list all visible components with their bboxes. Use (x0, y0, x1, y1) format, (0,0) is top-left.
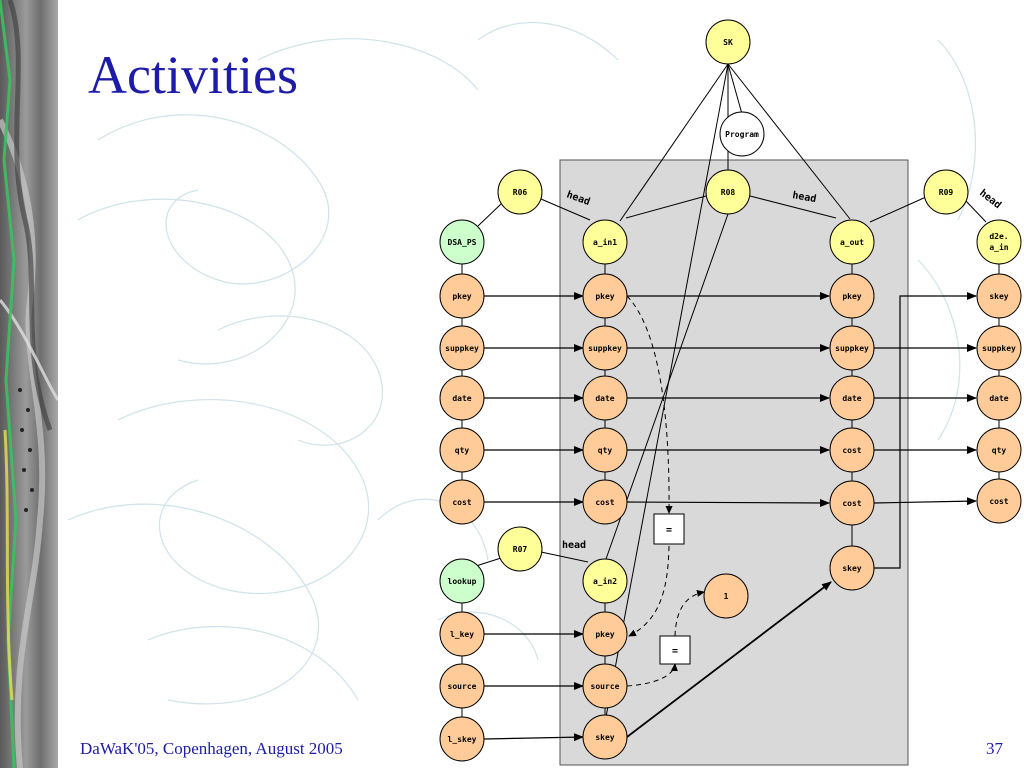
a-out-node: a_out (829, 219, 875, 265)
svg-text:l_skey: l_skey (448, 735, 477, 744)
svg-text:source: source (448, 682, 477, 691)
attribute-node: l_key (439, 611, 485, 657)
attribute-node: cost (582, 479, 628, 525)
sk-node: SK (705, 19, 751, 65)
svg-text:R07: R07 (513, 545, 528, 554)
lookup-attributes: l_key source l_skey (439, 611, 485, 762)
svg-text:suppkey: suppkey (982, 344, 1016, 353)
svg-text:=: = (666, 525, 672, 536)
svg-text:suppkey: suppkey (835, 344, 869, 353)
r09-node: R09 (923, 169, 969, 215)
attribute-node: skey (976, 273, 1022, 319)
attribute-node: date (976, 375, 1022, 421)
r07-node: R07 (497, 526, 543, 572)
svg-text:R09: R09 (939, 188, 954, 197)
dsa-ps-node: DSA_PS (439, 219, 485, 265)
d2e-a-in-attributes: skey suppkey date qty cost (976, 273, 1022, 524)
decorative-side-stripe (0, 0, 58, 768)
attribute-node: date (439, 375, 485, 421)
svg-text:R06: R06 (513, 188, 528, 197)
attribute-node: qty (582, 427, 628, 473)
head-label: head (977, 188, 1003, 212)
svg-text:Program: Program (725, 130, 759, 139)
svg-text:suppkey: suppkey (445, 344, 479, 353)
attribute-node: qty (439, 427, 485, 473)
attribute-node: skey (829, 545, 875, 591)
program-node: Program (719, 111, 765, 157)
svg-text:1: 1 (724, 592, 729, 601)
svg-text:cost: cost (452, 498, 471, 507)
svg-text:date: date (595, 394, 614, 403)
svg-text:skey: skey (989, 292, 1008, 301)
svg-text:pkey: pkey (452, 292, 471, 301)
equality-operator-2: = (659, 635, 691, 665)
d2e-a-in-node: d2e. a_in (976, 219, 1022, 265)
attribute-node: l_skey (439, 716, 485, 762)
dsa-ps-attributes: pkey suppkey date qty cost (439, 273, 485, 525)
attribute-node: suppkey (976, 325, 1022, 371)
svg-text:pkey: pkey (595, 630, 614, 639)
attribute-node: suppkey (829, 325, 875, 371)
svg-text:cost: cost (595, 498, 614, 507)
svg-text:cost: cost (989, 497, 1008, 506)
svg-text:cost: cost (842, 499, 861, 508)
head-label: head (791, 190, 817, 205)
svg-text:skey: skey (595, 733, 614, 742)
svg-text:a_out: a_out (840, 238, 864, 247)
attribute-node: skey (582, 714, 628, 760)
attribute-node: cost (829, 427, 875, 473)
svg-text:pkey: pkey (595, 292, 614, 301)
a-in2-attributes: pkey source skey (582, 611, 628, 760)
svg-text:qty: qty (598, 446, 613, 455)
attribute-node: pkey (582, 611, 628, 657)
attribute-node: qty (976, 427, 1022, 473)
head-label: head (562, 540, 586, 551)
svg-text:qty: qty (992, 446, 1007, 455)
a-out-attributes: pkey suppkey date cost cost skey (829, 273, 875, 591)
attribute-node: cost (829, 480, 875, 526)
constant-one-node: 1 (703, 573, 749, 619)
r06-node: R06 (497, 169, 543, 215)
a-in2-node: a_in2 (582, 558, 628, 604)
svg-text:SK: SK (723, 38, 733, 47)
svg-text:cost: cost (842, 446, 861, 455)
slide-number: 37 (986, 739, 1003, 758)
svg-text:qty: qty (455, 446, 470, 455)
a-in1-attributes: pkey suppkey date qty cost (582, 273, 628, 525)
attribute-node: source (582, 663, 628, 709)
equality-operator-1: = (653, 513, 685, 545)
r08-node: R08 (705, 169, 751, 215)
svg-text:pkey: pkey (842, 292, 861, 301)
svg-text:a_in1: a_in1 (593, 237, 617, 247)
attribute-node: pkey (439, 273, 485, 319)
svg-text:source: source (591, 682, 620, 691)
svg-text:DSA_PS: DSA_PS (448, 238, 477, 247)
footer-conference: DaWaK'05, Copenhagen, August 2005 (80, 739, 343, 758)
svg-text:d2e.: d2e. (989, 232, 1008, 241)
attribute-node: date (829, 375, 875, 421)
attribute-node: cost (976, 478, 1022, 524)
attribute-node: pkey (582, 273, 628, 319)
lookup-node: lookup (439, 558, 485, 604)
svg-text:=: = (672, 646, 678, 657)
attribute-node: cost (439, 479, 485, 525)
svg-text:a_in: a_in (989, 242, 1008, 252)
svg-text:R08: R08 (721, 188, 736, 197)
svg-text:l_key: l_key (450, 630, 474, 639)
svg-text:date: date (989, 394, 1008, 403)
slide-title: Activities (88, 45, 298, 105)
svg-text:a_in2: a_in2 (593, 576, 617, 586)
svg-text:suppkey: suppkey (588, 344, 622, 353)
svg-text:date: date (842, 394, 861, 403)
attribute-node: suppkey (582, 325, 628, 371)
attribute-node: suppkey (439, 325, 485, 371)
a-in1-node: a_in1 (582, 219, 628, 265)
attribute-node: source (439, 663, 485, 709)
attribute-node: date (582, 375, 628, 421)
svg-text:skey: skey (842, 564, 861, 573)
attribute-node: pkey (829, 273, 875, 319)
svg-text:date: date (452, 394, 471, 403)
svg-text:lookup: lookup (448, 577, 477, 586)
